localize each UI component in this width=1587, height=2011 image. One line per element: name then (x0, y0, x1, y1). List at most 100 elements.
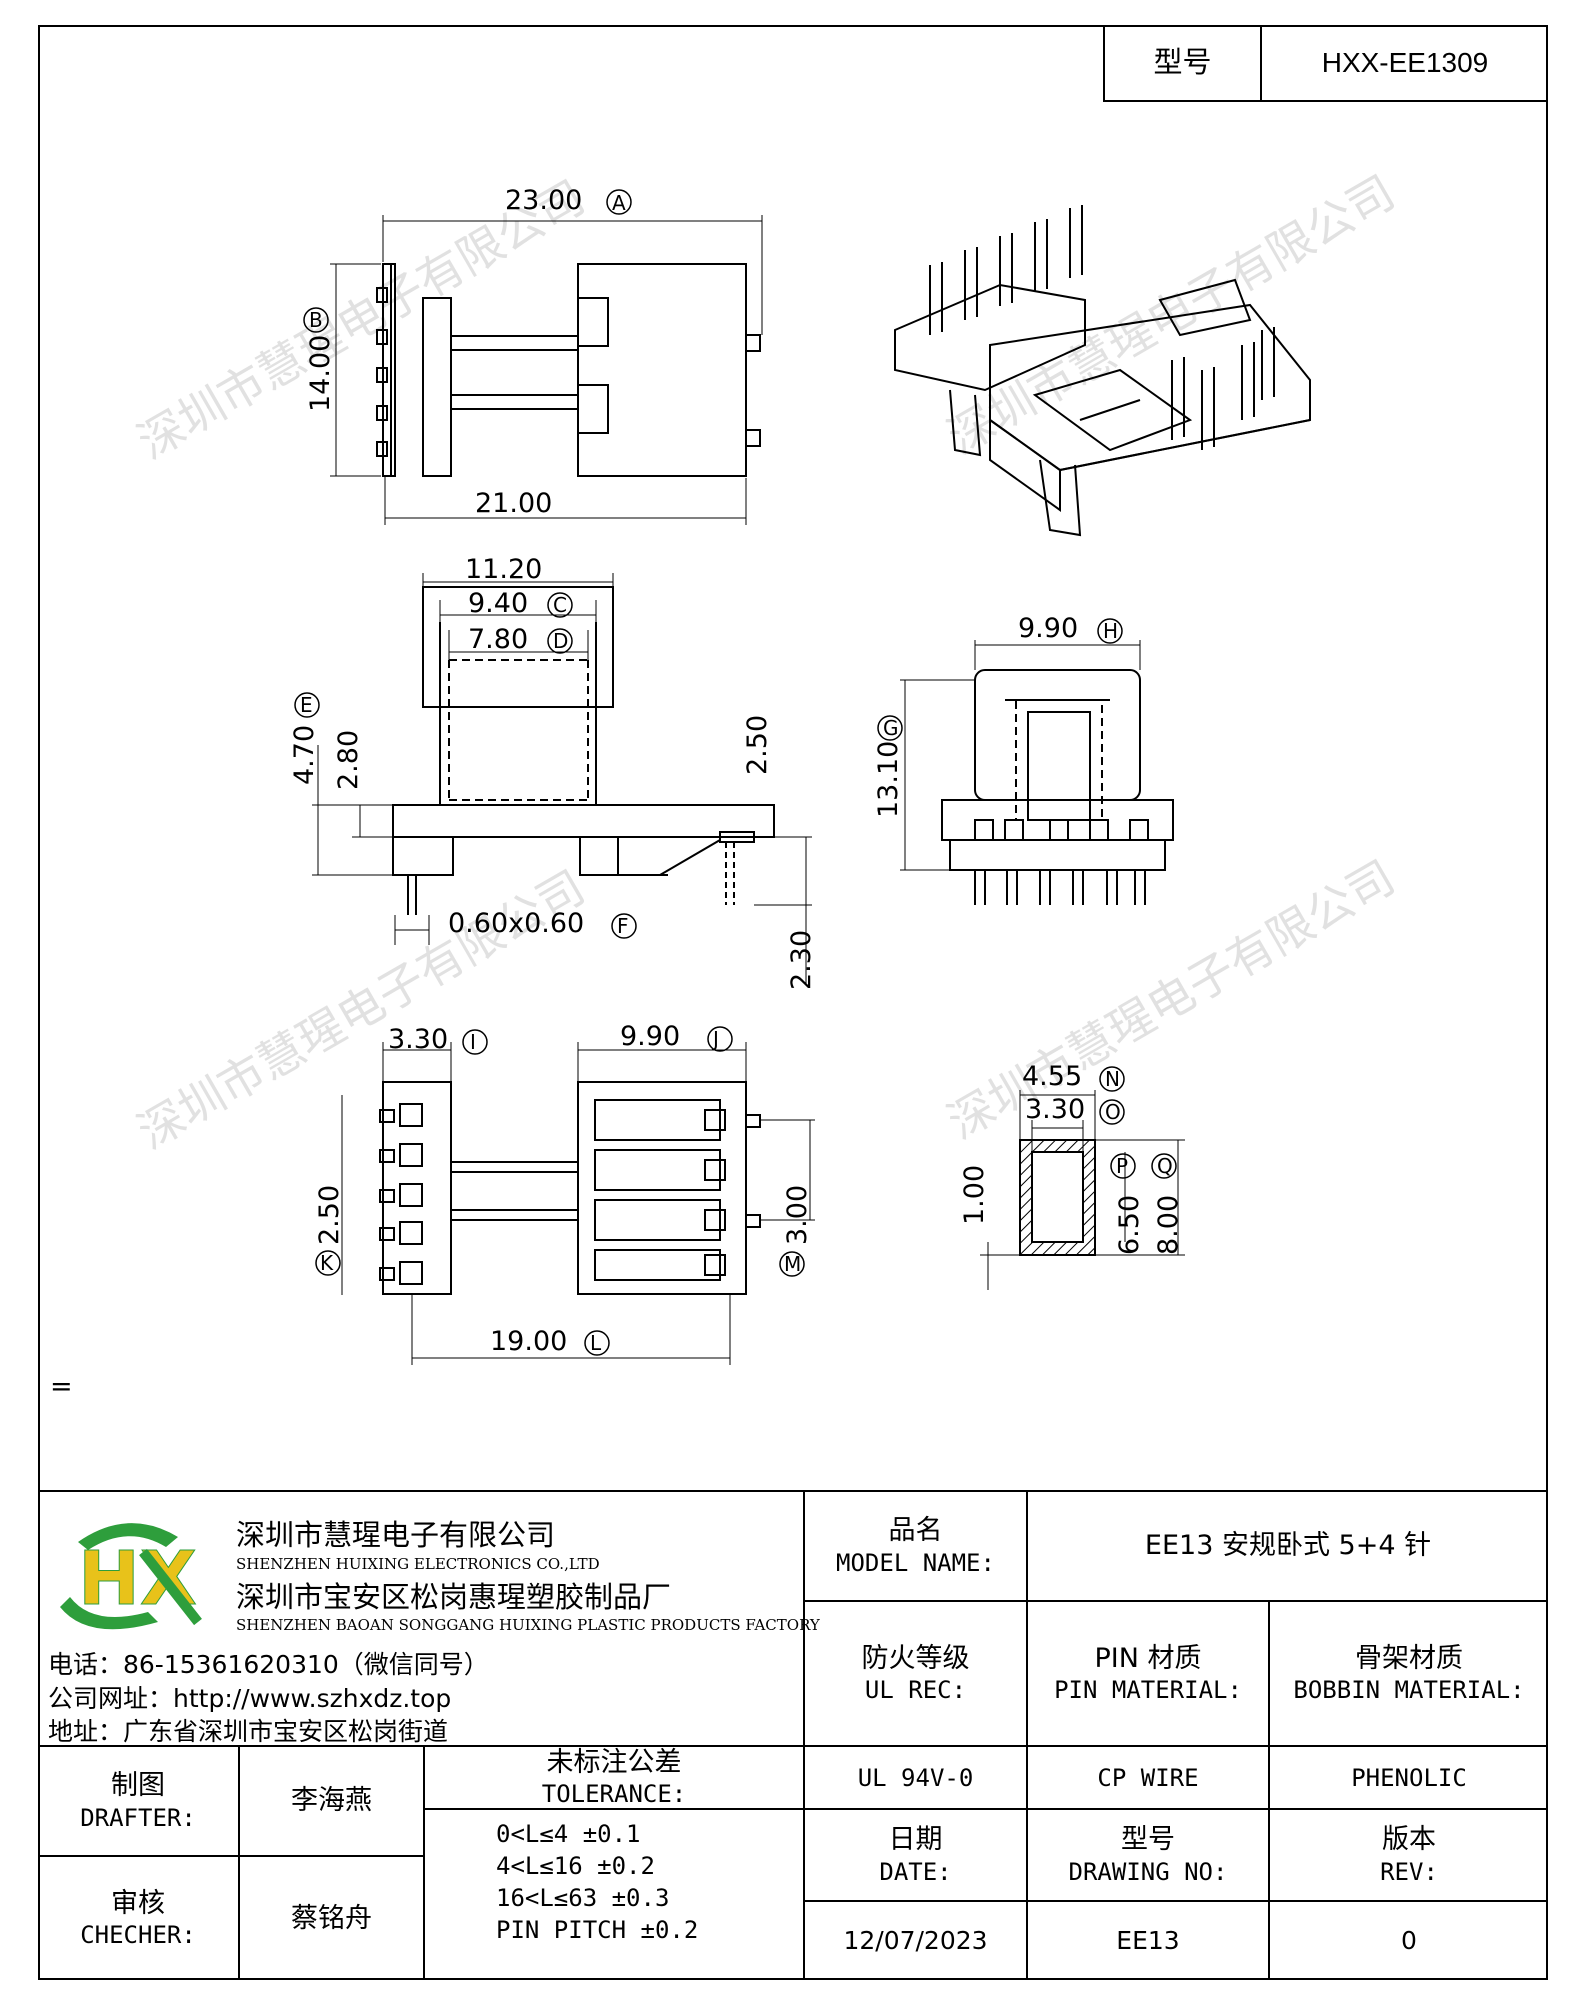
date-label-cn: 日期 (888, 1824, 943, 1856)
dim-n: 4.55 (1022, 1061, 1082, 1092)
tolerance-label-cn: 未标注公差 (546, 1746, 682, 1778)
model-name-label-cn: 品名 (888, 1515, 943, 1547)
dim-d: 7.80 (468, 624, 528, 655)
model-name-value: EE13 安规卧式 5+4 针 (1144, 1530, 1432, 1562)
drafter-label: 制图 DRAFTER: (38, 1747, 238, 1855)
section-view (980, 1090, 1185, 1290)
model-name-label-en: MODEL NAME: (836, 1548, 995, 1577)
technical-drawing: 深圳市慧瑆电子有限公司 深圳市慧瑆电子有限公司 深圳市慧瑆电子有限公司 深圳市慧… (50, 165, 1404, 1402)
company-address: 地址：广东省深圳市宝安区松岗街道 (48, 1717, 449, 1746)
dim-m: 3.00 (782, 1185, 813, 1245)
dim-p: 6.50 (1114, 1195, 1145, 1255)
checker-label-cn: 审核 (111, 1887, 165, 1919)
top-view (330, 215, 763, 525)
dim-a-tag: A (612, 191, 626, 215)
dim-n-tag: N (1105, 1067, 1120, 1091)
dim-m-tag: M (784, 1252, 801, 1276)
dim-q: 8.00 (1153, 1195, 1184, 1255)
dim-k: 2.50 (314, 1185, 345, 1245)
dim-l: 19.00 (490, 1326, 567, 1357)
rev-label-en: REV: (1380, 1857, 1438, 1886)
bobbin-material-label-en: BOBBIN MATERIAL: (1293, 1676, 1525, 1705)
dim-o: 3.30 (1025, 1094, 1085, 1125)
tolerance-line: 4<L≤16 ±0.2 (496, 1852, 655, 1880)
pin-material-label-en: PIN MATERIAL: (1054, 1676, 1242, 1705)
ul-rec-label-en: UL REC: (864, 1676, 967, 1705)
dim-e-tag: E (300, 693, 313, 717)
drafter-label-cn: 制图 (111, 1770, 165, 1802)
dim-q-tag: Q (1157, 1154, 1173, 1178)
dim-f-tag: F (617, 914, 629, 938)
dim-i-tag: I (470, 1030, 476, 1054)
dim-total: 21.00 (475, 488, 552, 519)
ul-rec-label-cn: 防火等级 (861, 1642, 970, 1674)
watermark-text: 深圳市慧瑆电子有限公司 (939, 850, 1404, 1150)
tolerance-label-en: TOLERANCE: (541, 1780, 687, 1809)
front-view (312, 573, 812, 985)
stray-mark: = (50, 1371, 73, 1402)
tolerance-label: 未标注公差 TOLERANCE: (425, 1746, 803, 1809)
drafter-label-en: DRAFTER: (80, 1803, 196, 1832)
ul-rec-label: 防火等级 UL REC: (805, 1602, 1026, 1745)
drafter-name: 李海燕 (291, 1785, 372, 1817)
date-label: 日期 DATE: (805, 1810, 1026, 1900)
dim-e: 4.70 (289, 725, 320, 785)
dim-h-tag: H (1103, 619, 1118, 643)
date-value: 12/07/2023 (843, 1926, 988, 1956)
company-phone: 电话：86-15361620310（微信同号） (48, 1650, 489, 1679)
drawing-no-label: 型号 DRAWING NO: (1028, 1810, 1268, 1900)
dim-230: 2.30 (786, 930, 817, 990)
factory-name-cn: 深圳市宝安区松岗惠瑆塑胶制品厂 (236, 1580, 672, 1614)
model-header: 型号 HXX-EE1309 (1103, 25, 1548, 102)
model-name-label: 品名 MODEL NAME: (805, 1492, 1026, 1600)
tolerance-line: 16<L≤63 ±0.3 (496, 1884, 670, 1912)
model-header-value: HXX-EE1309 (1321, 47, 1489, 78)
drawing-no-label-en: DRAWING NO: (1068, 1857, 1228, 1886)
bottom-view (341, 1042, 815, 1365)
dim-l-tag: L (590, 1331, 602, 1355)
dim-b: 14.00 (305, 335, 336, 412)
company-website[interactable]: 公司网址：http://www.szhxdz.top (48, 1684, 452, 1713)
checker-label: 审核 CHECHER: (38, 1857, 238, 1980)
dim-b-tag: B (309, 308, 323, 332)
dim-d-tag: D (553, 629, 568, 653)
title-block: HX 深圳市慧瑆电子有限公司 SHENZHEN HUIXING ELECTRON… (38, 1490, 1548, 1980)
tolerance-values: 0<L≤4 ±0.1 4<L≤16 ±0.2 16<L≤63 ±0.3 PIN … (496, 1820, 796, 1948)
dim-o-tag: O (1105, 1100, 1121, 1124)
pin-material-label-cn: PIN 材质 (1094, 1642, 1202, 1674)
dim-250: 2.50 (742, 715, 773, 775)
dim-f: 0.60x0.60 (448, 908, 584, 939)
rev-label-cn: 版本 (1382, 1824, 1436, 1856)
checker-label-en: CHECHER: (80, 1921, 196, 1950)
drawing-no-value: EE13 (1116, 1926, 1180, 1956)
side-view (900, 640, 1174, 905)
company-name-cn: 深圳市慧瑆电子有限公司 (236, 1518, 556, 1552)
dim-100: 1.00 (959, 1165, 990, 1225)
rev-value: 0 (1401, 1926, 1417, 1956)
checker-name: 蔡铭舟 (291, 1902, 372, 1934)
drawing-sheet (38, 25, 1548, 1980)
pin-material-value: CP WIRE (1097, 1763, 1199, 1792)
dim-j-tag: J (711, 1027, 719, 1051)
company-name-en: SHENZHEN HUIXING ELECTRONICS CO.,LTD (236, 1555, 600, 1573)
dim-h: 9.90 (1018, 613, 1078, 644)
isometric-view (894, 205, 1311, 537)
dim-p-tag: P (1116, 1154, 1128, 1178)
dim-280: 2.80 (333, 730, 364, 790)
pin-material-label: PIN 材质 PIN MATERIAL: (1028, 1602, 1268, 1745)
tolerance-line: 0<L≤4 ±0.1 (496, 1820, 641, 1848)
tolerance-line: PIN PITCH ±0.2 (496, 1916, 699, 1944)
dim-i: 3.30 (388, 1024, 448, 1055)
ul-value: UL 94V-0 (857, 1763, 974, 1792)
watermark-text: 深圳市慧瑆电子有限公司 (129, 860, 594, 1160)
model-header-label: 型号 (1105, 25, 1262, 100)
bobbin-material-value: PHENOLIC (1351, 1763, 1467, 1792)
bobbin-material-label-cn: 骨架材质 (1355, 1642, 1463, 1674)
dim-j: 9.90 (620, 1021, 680, 1052)
dim-g: 13.10 (873, 741, 904, 818)
dim-width: 11.20 (465, 554, 542, 585)
drawing-no-label-cn: 型号 (1121, 1824, 1175, 1856)
factory-name-en: SHENZHEN BAOAN SONGGANG HUIXING PLASTIC … (236, 1616, 820, 1634)
dim-g-tag: G (883, 716, 899, 740)
logo-text: HX (78, 1536, 197, 1622)
